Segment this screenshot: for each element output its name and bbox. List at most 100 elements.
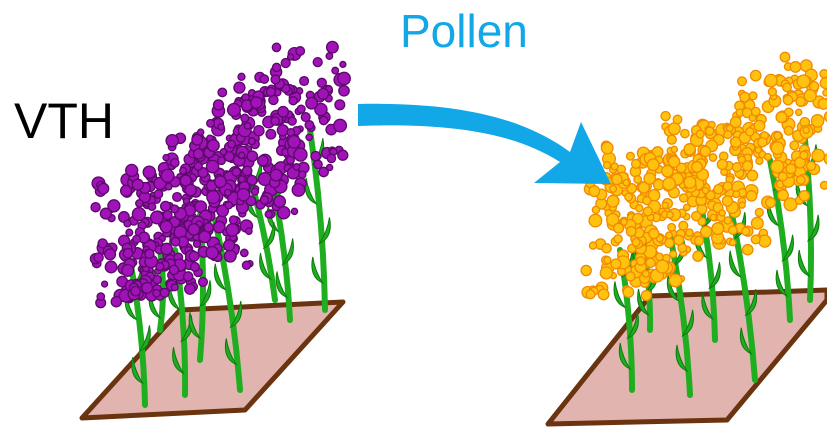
flower-blossom [218, 88, 227, 97]
flower-blossom [161, 243, 172, 254]
flower-blossom [746, 128, 754, 136]
flower-blossom [751, 235, 760, 244]
flower-blossom [742, 227, 750, 235]
flower-blossom [799, 191, 809, 201]
flower-blossom [611, 259, 621, 269]
flower-blossom [649, 229, 659, 239]
flower-blossom [807, 162, 816, 171]
flower-blossom [774, 132, 782, 140]
flower-blossom [589, 186, 600, 197]
flower-blossom [820, 78, 827, 89]
flower-blossom [271, 75, 280, 84]
flower-blossom [771, 142, 784, 155]
flower-blossom [273, 63, 281, 71]
flower-blossom [695, 236, 704, 245]
flower-blossom [636, 205, 643, 212]
flower-blossom [226, 224, 238, 236]
flower-blossom [662, 166, 673, 177]
flower-blossom [161, 169, 174, 182]
flower-blossom [771, 160, 784, 173]
flower-blossom [102, 281, 108, 287]
flower-blossom [614, 235, 622, 243]
flower-blossom [122, 265, 134, 277]
flower-blossom [214, 100, 224, 110]
flower-blossom [124, 220, 131, 227]
flower-blossom [778, 172, 787, 181]
flower-blossom [145, 249, 154, 258]
flower-blossom [306, 134, 312, 140]
flower-blossom [780, 52, 790, 62]
flower-blossom [260, 196, 268, 204]
flower-blossom [98, 183, 109, 194]
flower-blossom [171, 284, 178, 291]
flower-blossom [184, 272, 193, 281]
flower-blossom [733, 191, 740, 198]
flower-blossom [746, 191, 756, 201]
flower-blossom [228, 140, 236, 148]
flower-blossom [249, 138, 256, 145]
flower-blossom [314, 160, 322, 168]
flower-blossom [796, 97, 805, 106]
flower-blossom [189, 251, 199, 261]
flower-blossom [632, 238, 640, 246]
flower-blossom [311, 152, 320, 161]
flower-blossom [206, 247, 218, 259]
flower-blossom [586, 290, 595, 299]
flower-blossom [738, 156, 745, 163]
flower-blossom [251, 188, 258, 195]
flower-blossom [207, 120, 215, 128]
flower-blossom [786, 164, 796, 174]
flower-blossom [126, 164, 138, 176]
flower-blossom [194, 162, 202, 170]
flower-blossom [644, 173, 655, 184]
flower-blossom [317, 78, 326, 87]
flower-blossom [800, 151, 808, 159]
flower-blossom [679, 221, 688, 230]
flower-blossom [602, 244, 611, 253]
flower-blossom [797, 75, 810, 88]
flower-blossom [171, 238, 180, 247]
flower-blossom [339, 86, 349, 96]
flower-blossom [758, 138, 767, 147]
flower-blossom [123, 249, 132, 258]
flower-blossom [681, 129, 689, 137]
flower-blossom [754, 120, 765, 131]
flower-blossom [614, 223, 624, 233]
flower-blossom [712, 223, 724, 235]
flower-blossom [335, 100, 345, 110]
flower-blossom [696, 130, 704, 138]
flower-blossom [749, 92, 757, 100]
flower-blossom [305, 121, 314, 130]
flower-blossom [224, 240, 235, 251]
flower-blossom [232, 168, 240, 176]
flower-blossom [644, 207, 653, 216]
flower-blossom [661, 112, 670, 121]
flower-blossom [225, 189, 231, 195]
flower-blossom [656, 253, 663, 260]
flower-blossom [719, 210, 725, 216]
flower-blossom [132, 179, 143, 190]
flower-blossom [194, 149, 204, 159]
flower-blossom [693, 251, 703, 261]
flower-blossom [668, 123, 680, 135]
flower-blossom [666, 232, 673, 239]
flower-blossom [215, 176, 227, 188]
flower-blossom [270, 169, 282, 181]
flower-blossom [722, 196, 732, 206]
flower-blossom [790, 62, 801, 73]
flower-blossom [674, 235, 684, 245]
flower-blossom [600, 267, 612, 279]
flower-blossom [126, 229, 133, 236]
flower-blossom [610, 186, 617, 193]
vth-label: VTH [14, 96, 114, 146]
flower-blossom [206, 160, 218, 172]
flower-blossom [656, 260, 669, 273]
flower-blossom [751, 70, 761, 80]
flower-blossom [318, 88, 329, 99]
flower-blossom [180, 167, 187, 174]
flower-blossom [247, 151, 257, 161]
flower-blossom [820, 181, 827, 189]
flower-blossom [332, 67, 339, 74]
flower-blossom [797, 176, 805, 184]
flower-blossom [604, 162, 611, 169]
